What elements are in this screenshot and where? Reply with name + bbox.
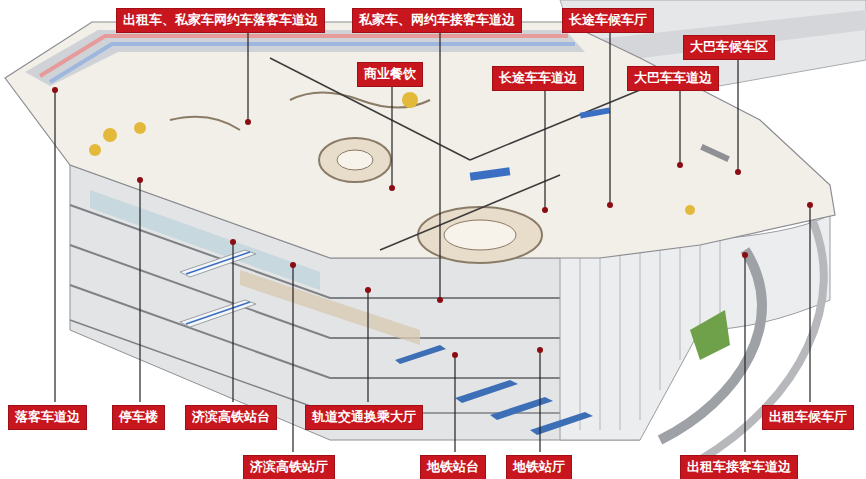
label-text: 出租车、私家车网约车落客车道边: [123, 12, 318, 29]
callout-label: 地铁站厅: [506, 455, 572, 479]
callout-label: 出租车候车厅: [762, 405, 854, 430]
label-text: 长途车车道边: [499, 70, 577, 87]
callout-label: 出租车接客车道边: [680, 455, 798, 479]
callout-label: 出租车、私家车网约车落客车道边: [116, 8, 325, 33]
callout-label: 济滨高铁站台: [185, 405, 277, 430]
callout-label: 商业餐饮: [357, 62, 423, 87]
callout-label: 私家车、网约车接客车道边: [352, 8, 522, 33]
label-text: 出租车接客车道边: [687, 459, 791, 476]
label-text: 停车楼: [119, 409, 158, 426]
label-text: 商业餐饮: [364, 66, 416, 83]
label-text: 济滨高铁站厅: [250, 459, 328, 476]
callout-label: 大巴车候车区: [683, 35, 775, 60]
label-text: 地铁站台: [427, 459, 479, 476]
label-text: 出租车候车厅: [769, 409, 847, 426]
callout-label: 长途车车道边: [492, 66, 584, 91]
label-text: 轨道交通换乘大厅: [312, 409, 416, 426]
label-text: 落客车道边: [15, 409, 80, 426]
label-text: 地铁站厅: [513, 459, 565, 476]
label-text: 大巴车车道边: [634, 70, 712, 87]
callout-label: 落客车道边: [8, 405, 87, 430]
label-text: 大巴车候车区: [690, 39, 768, 56]
callout-label: 大巴车车道边: [627, 66, 719, 91]
callout-label: 长途车候车厅: [562, 8, 654, 33]
callout-label: 济滨高铁站厅: [243, 455, 335, 479]
callout-label: 停车楼: [112, 405, 165, 430]
label-text: 济滨高铁站台: [192, 409, 270, 426]
label-text: 长途车候车厅: [569, 12, 647, 29]
label-text: 私家车、网约车接客车道边: [359, 12, 515, 29]
callout-label: 地铁站台: [420, 455, 486, 479]
callout-label: 轨道交通换乘大厅: [305, 405, 423, 430]
